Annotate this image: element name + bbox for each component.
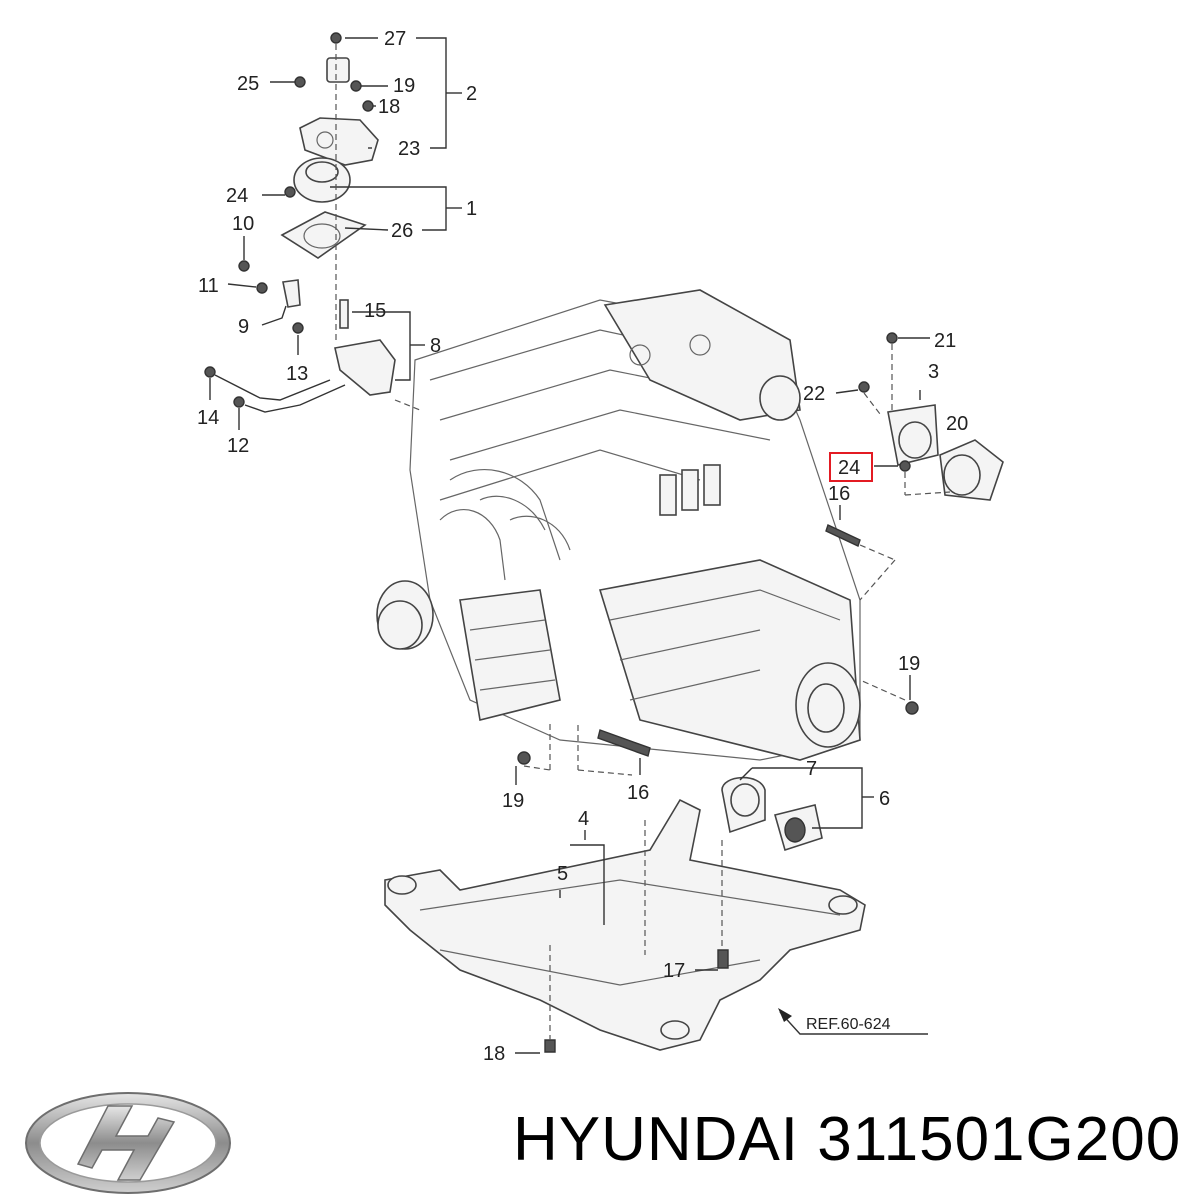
callout-24: 24	[226, 185, 248, 207]
callout-25: 25	[237, 73, 259, 95]
callout-13: 13	[286, 363, 308, 385]
callout-18: 18	[378, 96, 400, 118]
right-mount-assembly	[858, 332, 1004, 501]
highlight-box	[829, 452, 873, 482]
bracket-assembly	[204, 260, 396, 413]
callout-19: 19	[502, 790, 524, 812]
callout-11: 11	[198, 275, 219, 297]
callout-16: 16	[828, 483, 850, 505]
callout-26: 26	[391, 220, 413, 242]
callout-19: 19	[393, 75, 415, 97]
engine-illustration	[376, 289, 861, 761]
top-mount-assembly	[280, 32, 379, 259]
callout-14: 14	[197, 407, 219, 429]
brand-part-number-caption: HYUNDAI 311501G200	[513, 1105, 1182, 1174]
callout-15: 15	[364, 300, 386, 322]
callout-16: 16	[627, 782, 649, 804]
callout-18: 18	[483, 1043, 505, 1065]
callout-24-highlighted: 24	[838, 457, 860, 479]
exploded-parts-diagram: 27 25 19 18 2 23 24 1 26 10 11 9 15 8 13…	[197, 28, 1004, 1065]
callout-12: 12	[227, 435, 249, 457]
leader-lines	[209, 37, 951, 1054]
hyundai-logo-icon	[25, 1092, 231, 1194]
callout-23: 23	[398, 138, 420, 160]
callout-20: 20	[946, 413, 968, 435]
callout-22: 22	[803, 383, 825, 405]
callout-1: 1	[466, 198, 477, 220]
callout-27: 27	[384, 28, 406, 50]
callout-19: 19	[898, 653, 920, 675]
callout-9: 9	[238, 316, 249, 338]
callout-21: 21	[934, 330, 956, 352]
reference-label: REF.60-624	[806, 1016, 891, 1033]
subframe-illustration	[384, 524, 919, 1053]
callout-labels: 27 25 19 18 2 23 24 1 26 10 11 9 15 8 13…	[197, 28, 968, 1065]
callout-4: 4	[578, 808, 589, 830]
callout-10: 10	[232, 213, 254, 235]
callout-7: 7	[806, 758, 817, 780]
callout-6: 6	[879, 788, 890, 810]
right-lower-mount	[721, 776, 823, 852]
callout-8: 8	[430, 335, 441, 357]
callout-5: 5	[557, 863, 568, 885]
callout-2: 2	[466, 83, 477, 105]
callout-3: 3	[928, 361, 939, 383]
callout-17: 17	[663, 960, 685, 982]
